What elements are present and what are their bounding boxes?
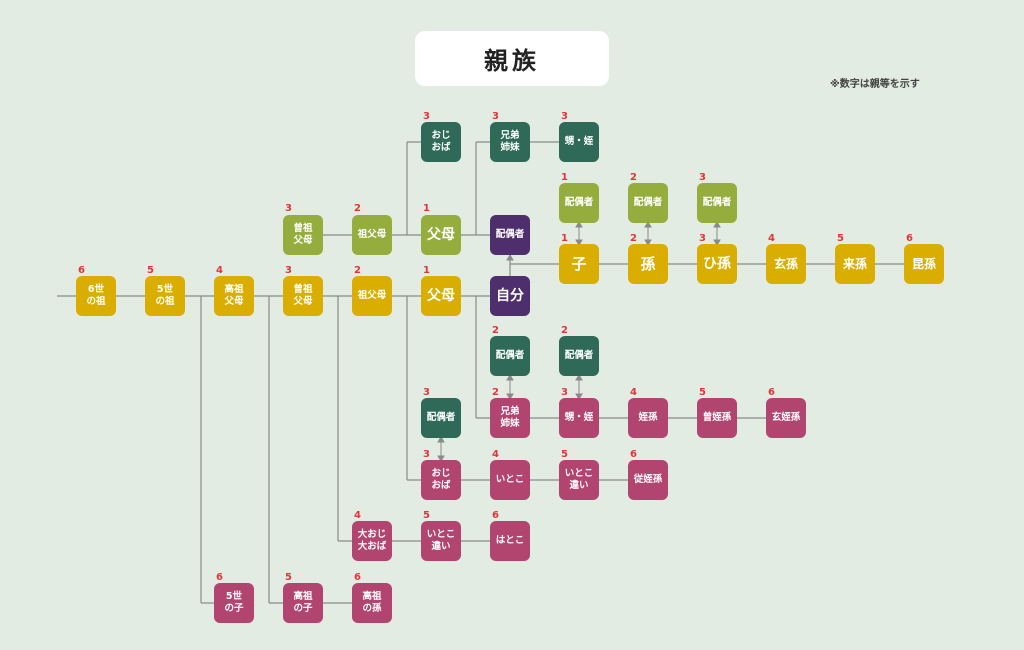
degree-label: 4 [630, 387, 637, 398]
node-nephew-niece-in-law: 甥・姪 [559, 122, 599, 162]
node-fifth-ancestor-child: 5世 の子 [214, 583, 254, 623]
degree-label: 2 [630, 172, 637, 183]
degree-label: 5 [699, 387, 706, 398]
node-great-grandnephew: 曾姪孫 [697, 398, 737, 438]
degree-label: 6 [354, 572, 361, 583]
degree-label: 2 [492, 387, 499, 398]
degree-label: 6 [216, 572, 223, 583]
degree-label: 3 [285, 203, 292, 214]
node-g5-grandchild: 来孫 [835, 244, 875, 284]
node-siblings-in-law: 兄弟 姉妹 [490, 122, 530, 162]
page-title: 親族 [415, 31, 609, 86]
node-grandchild-spouse: 配偶者 [628, 183, 668, 223]
degree-label: 1 [423, 265, 430, 276]
node-self: 自分 [490, 276, 530, 316]
degree-label: 5 [285, 572, 292, 583]
node-great-grandparents-in-law: 曾祖 父母 [283, 215, 323, 255]
node-great-grandparents: 曾祖 父母 [283, 276, 323, 316]
degree-label: 4 [354, 510, 361, 521]
node-great-great-gp-child: 高祖 の子 [283, 583, 323, 623]
degree-label: 3 [423, 111, 430, 122]
node-great-great-grandparents: 高祖 父母 [214, 276, 254, 316]
degree-label: 5 [837, 233, 844, 244]
node-cousin-once-removed: いとこ 違い [559, 460, 599, 500]
node-cousin: いとこ [490, 460, 530, 500]
node-great-grandchild: ひ孫 [697, 244, 737, 284]
degree-label: 6 [492, 510, 499, 521]
node-grandparents-in-law: 祖父母 [352, 215, 392, 255]
node-great-uncle-aunt: 大おじ 大おば [352, 521, 392, 561]
degree-label: 3 [561, 111, 568, 122]
degree-label: 1 [423, 203, 430, 214]
node-cousin-grandchild: 従姪孫 [628, 460, 668, 500]
degree-label: 3 [423, 449, 430, 460]
node-spouse: 配偶者 [490, 215, 530, 255]
node-child-spouse: 配偶者 [559, 183, 599, 223]
degree-label: 3 [699, 172, 706, 183]
node-grandparents: 祖父母 [352, 276, 392, 316]
node-parents: 父母 [421, 276, 461, 316]
degree-label: 3 [699, 233, 706, 244]
node-child: 子 [559, 244, 599, 284]
node-g4-grandnephew: 玄姪孫 [766, 398, 806, 438]
degree-label: 5 [147, 265, 154, 276]
node-second-cousin: はとこ [490, 521, 530, 561]
node-great-uncle-child: いとこ 違い [421, 521, 461, 561]
node-fifth-ancestor: 5世 の祖 [145, 276, 185, 316]
degree-label: 4 [216, 265, 223, 276]
node-uncle-aunt-in-law: おじ おば [421, 122, 461, 162]
degree-label: 3 [492, 111, 499, 122]
node-grandnephew: 姪孫 [628, 398, 668, 438]
degree-label: 6 [630, 449, 637, 460]
degree-label: 4 [768, 233, 775, 244]
node-uncle-aunt: おじ おば [421, 460, 461, 500]
degree-note: ※数字は親等を示す [830, 79, 920, 90]
degree-label: 5 [561, 449, 568, 460]
degree-label: 2 [354, 265, 361, 276]
degree-label: 3 [561, 387, 568, 398]
node-nephew-niece: 甥・姪 [559, 398, 599, 438]
node-parents-in-law: 父母 [421, 215, 461, 255]
degree-label: 3 [423, 387, 430, 398]
node-great-great-grandchild: 玄孫 [766, 244, 806, 284]
node-grandchild: 孫 [628, 244, 668, 284]
degree-label: 1 [561, 233, 568, 244]
degree-label: 3 [285, 265, 292, 276]
node-sibling-spouse: 配偶者 [490, 336, 530, 376]
node-nephew-spouse: 配偶者 [559, 336, 599, 376]
degree-label: 1 [561, 172, 568, 183]
degree-label: 2 [492, 325, 499, 336]
degree-label: 6 [768, 387, 775, 398]
degree-label: 5 [423, 510, 430, 521]
node-uncle-spouse: 配偶者 [421, 398, 461, 438]
node-great-grandchild-spouse: 配偶者 [697, 183, 737, 223]
node-sixth-ancestor: 6世 の祖 [76, 276, 116, 316]
node-g6-grandchild: 昆孫 [904, 244, 944, 284]
node-siblings: 兄弟 姉妹 [490, 398, 530, 438]
degree-label: 2 [630, 233, 637, 244]
degree-label: 2 [354, 203, 361, 214]
degree-label: 4 [492, 449, 499, 460]
degree-label: 6 [78, 265, 85, 276]
node-great-great-gp-grandchild: 高祖 の孫 [352, 583, 392, 623]
degree-label: 6 [906, 233, 913, 244]
degree-label: 2 [561, 325, 568, 336]
